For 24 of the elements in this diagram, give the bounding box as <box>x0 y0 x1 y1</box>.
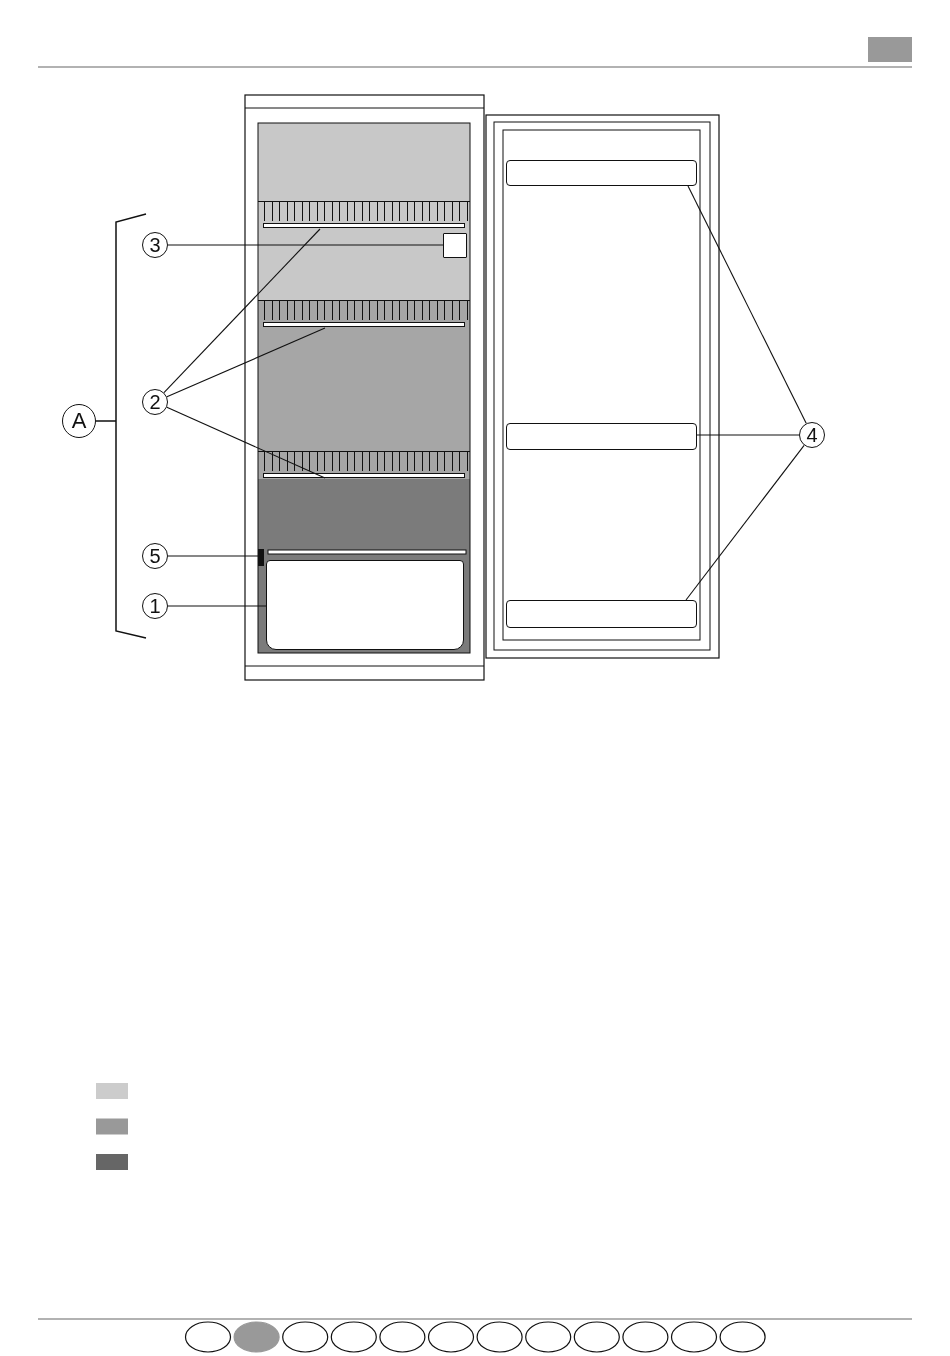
callout-number: 1 <box>142 593 168 619</box>
callout-number: 3 <box>142 232 168 258</box>
wire-shelf <box>258 201 470 229</box>
leader-line <box>687 185 807 424</box>
leader-line <box>167 244 444 246</box>
thermostat-drawing <box>443 233 467 258</box>
leader-line <box>167 555 259 557</box>
leader-line <box>166 406 326 479</box>
leader-line <box>685 444 805 601</box>
leader-line <box>696 434 800 436</box>
leader-line <box>163 228 321 394</box>
door-balcony <box>506 160 697 186</box>
door-balcony <box>506 600 697 628</box>
door-balcony <box>506 423 697 450</box>
wire-shelf <box>258 300 470 328</box>
crisper-drawer <box>266 560 464 650</box>
light-switch <box>258 549 264 566</box>
callout-number: 4 <box>799 422 825 448</box>
leader-line <box>167 605 267 607</box>
callout-letter: A <box>62 404 96 438</box>
callout-number: 2 <box>142 389 168 415</box>
leader-line <box>166 327 326 398</box>
wire-shelf <box>258 451 470 478</box>
callout-number: 5 <box>142 543 168 569</box>
